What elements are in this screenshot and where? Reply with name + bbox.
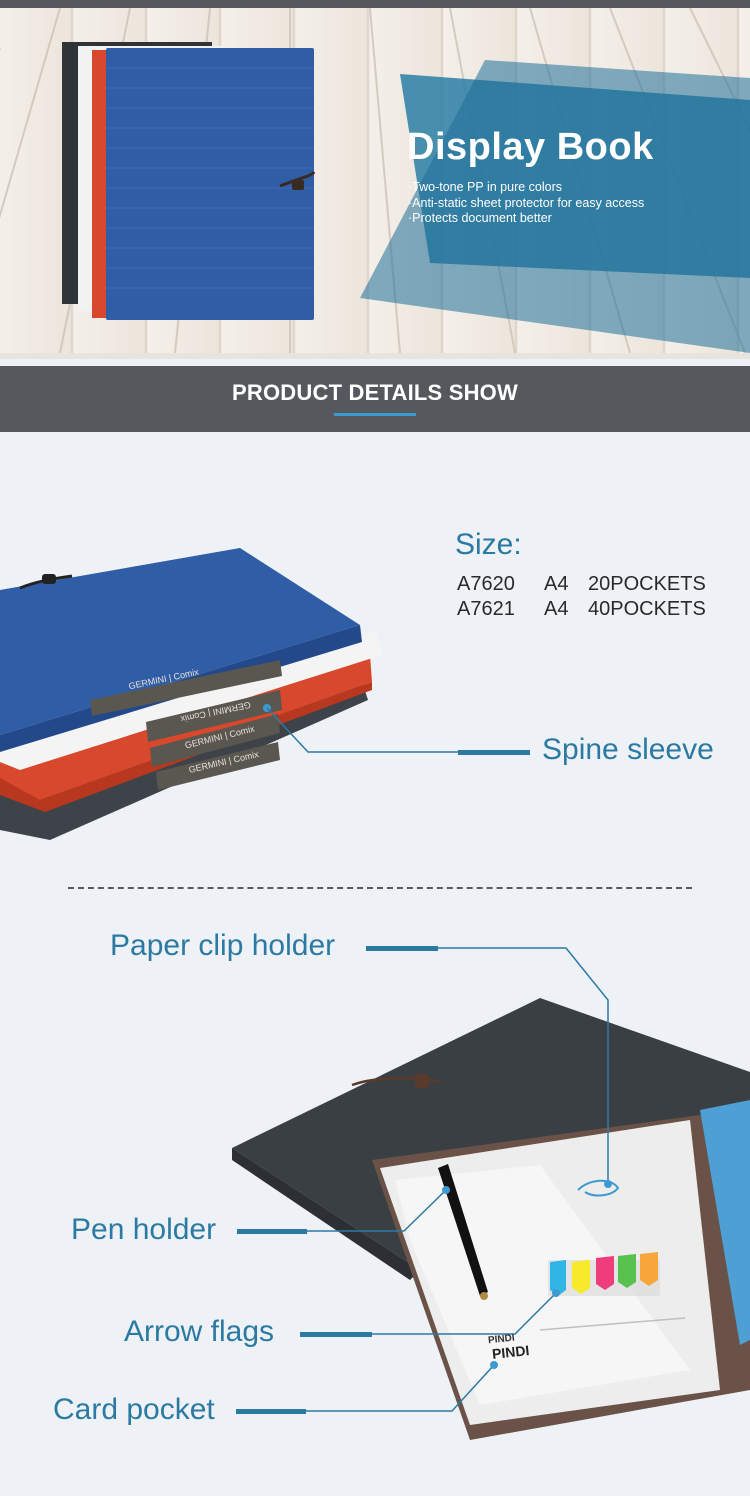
spine-sleeve-label: GERMINI | Comix: [179, 699, 252, 725]
spine-sleeve-label: GERMINI | Comix: [183, 723, 256, 751]
hero-title: Display Book: [407, 126, 654, 168]
section-header: [0, 366, 750, 432]
size-pockets: 20POCKETS: [588, 573, 706, 595]
section-title: PRODUCT DETAILS SHOW: [232, 380, 518, 405]
card-brand-large: PINDI: [491, 1342, 531, 1362]
hero-product-image: [62, 42, 316, 320]
size-label: Size:: [455, 528, 522, 561]
size-model: A7620: [457, 573, 515, 595]
spine-sleeve-label: GERMINI | Comix: [127, 666, 200, 692]
callout-card-pocket: Card pocket: [53, 1393, 215, 1426]
size-model: A7621: [457, 598, 515, 620]
open-folder-image: [232, 946, 750, 1440]
top-bar: [0, 0, 750, 8]
callout-paper-clip-holder: Paper clip holder: [110, 929, 336, 962]
book-stack-image: [0, 548, 530, 840]
hero-bullet-list: ·Two-tone PP in pure colors ·Anti-static…: [408, 180, 644, 227]
hero-divider: [0, 353, 750, 359]
size-format: A4: [544, 598, 569, 620]
hero-banner: Display Book ·Two-tone PP in pure colors…: [0, 8, 750, 353]
hero-bullet: ·Two-tone PP in pure colors: [408, 180, 563, 194]
dashed-divider: [68, 887, 692, 889]
section-title-underline: [334, 413, 416, 416]
hero-bullet: ·Anti-static sheet protector for easy ac…: [408, 195, 645, 210]
size-pockets: 40POCKETS: [588, 598, 706, 620]
callout-pen-holder: Pen holder: [71, 1213, 217, 1246]
callout-spine-sleeve: Spine sleeve: [542, 733, 714, 766]
size-format: A4: [544, 573, 569, 595]
hero-background: [0, 8, 750, 353]
callout-arrow-flags: Arrow flags: [124, 1315, 275, 1348]
hero-bullet: ·Protects document better: [408, 211, 552, 225]
spine-sleeve-label: GERMINI | Comix: [187, 749, 260, 775]
